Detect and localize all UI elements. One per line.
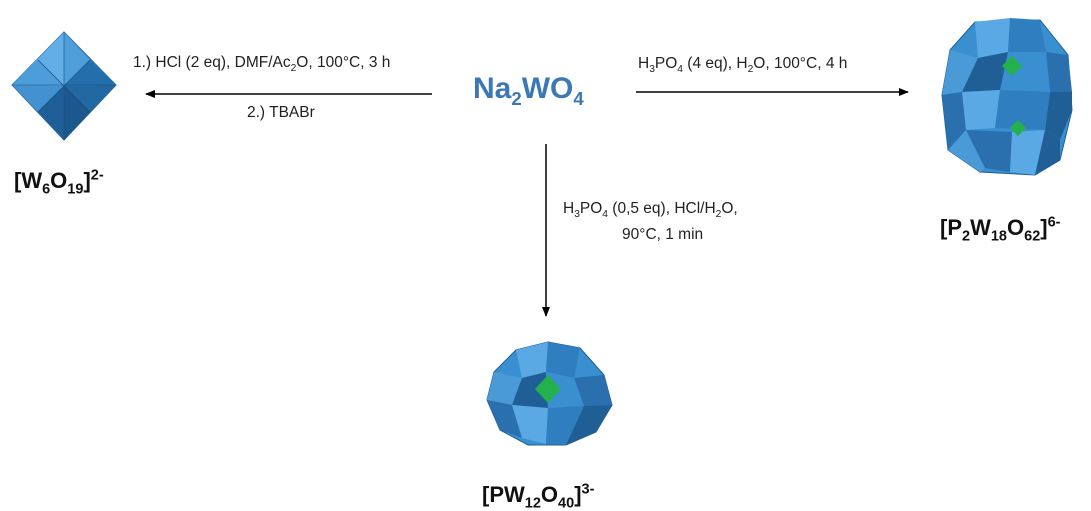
right-condition: H3PO4 (4 eq), H2O, 100°C, 4 h	[638, 55, 848, 76]
dawson-structure-icon	[941, 18, 1073, 176]
lindqvist-structure-icon	[11, 31, 117, 141]
left-condition-line1: 1.) HCl (2 eq), DMF/Ac2O, 100°C, 3 h	[133, 54, 391, 75]
product-keggin-label: [PW12O40]3-	[482, 481, 595, 511]
left-condition-line2: 2.) TBABr	[247, 104, 315, 121]
down-condition-line2: 90°C, 1 min	[622, 226, 704, 243]
reactant-na2wo4: Na2WO4	[473, 72, 584, 109]
down-condition-line1: H3PO4 (0,5 eq), HCl/H2O,	[563, 200, 738, 221]
product-dawson-label: [P2W18O62]6-	[940, 214, 1061, 245]
keggin-structure-icon	[486, 341, 613, 446]
product-lindqvist-label: [W6O19]2-	[14, 167, 104, 198]
